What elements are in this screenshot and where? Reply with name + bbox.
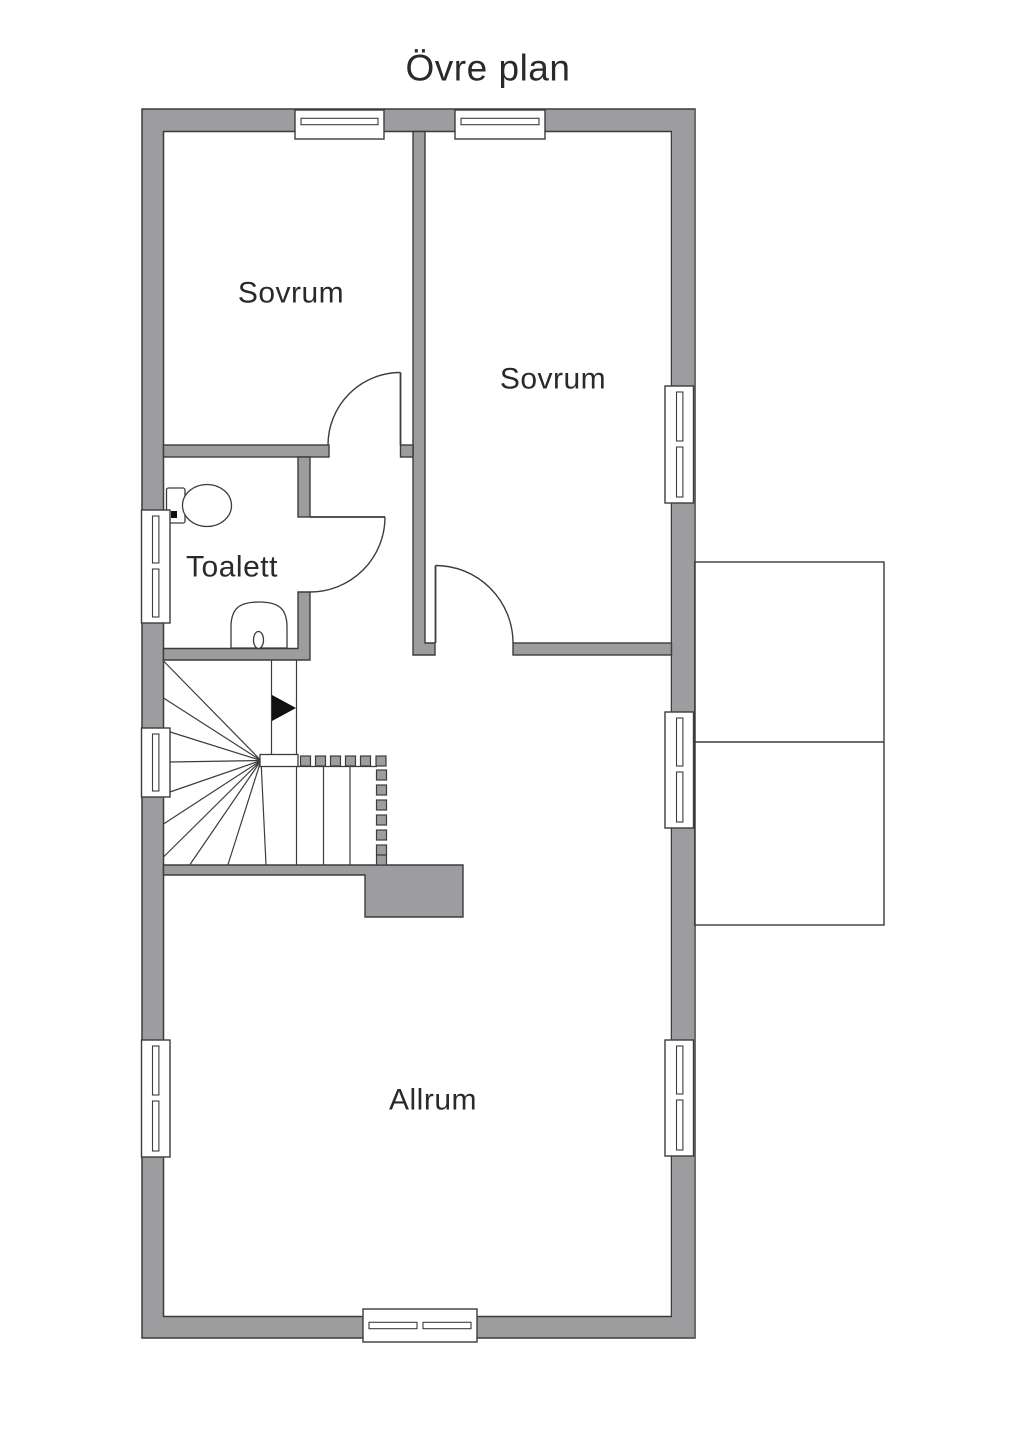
sink-tap (252, 630, 265, 650)
room-label-toilet: Toalett (186, 551, 278, 584)
stair-hub (259, 753, 299, 768)
window-bottom-livingroom (362, 1308, 478, 1343)
toilet-bowl (181, 483, 233, 528)
door-bedroom2 (434, 564, 514, 644)
window-top-bedroom1 (294, 109, 385, 140)
door-bedroom1 (327, 371, 402, 446)
wall-bedroom1-bottom (162, 444, 330, 458)
window-left-stairs (140, 727, 171, 798)
door-toilet (309, 516, 386, 593)
room-label-livingroom: Allrum (389, 1084, 477, 1117)
window-left-livingroom (140, 1039, 171, 1158)
straight-treads (296, 765, 377, 865)
window-right-livingroom (664, 1039, 695, 1157)
window-top-bedroom2 (454, 109, 546, 140)
toilet-icon (165, 483, 233, 528)
sink-icon (230, 601, 288, 650)
wall-toilet-right-upper (297, 456, 311, 518)
wall-bedroom2-bottom (512, 642, 673, 656)
interior-walls (162, 130, 673, 918)
room-label-bedroom1: Sovrum (238, 277, 344, 310)
doors (309, 371, 514, 644)
window-left-toilet (140, 509, 171, 624)
wall-bedroom1-door-stub (399, 444, 414, 458)
windows (140, 109, 695, 1343)
staircase (163, 660, 388, 866)
winder-treads (163, 660, 267, 865)
wall-bedroom-divider (412, 130, 436, 656)
window-right-bedroom2 (664, 385, 695, 504)
stair-balusters (299, 755, 388, 866)
balcony (693, 561, 885, 926)
room-label-bedroom2: Sovrum (500, 363, 606, 396)
toilet-flush-button (171, 511, 177, 518)
wall-hall-bottom-and-chimney (162, 864, 464, 918)
window-right-hall (664, 711, 695, 829)
page-title: Övre plan (406, 48, 571, 89)
stair-direction-arrow-icon (272, 695, 296, 721)
